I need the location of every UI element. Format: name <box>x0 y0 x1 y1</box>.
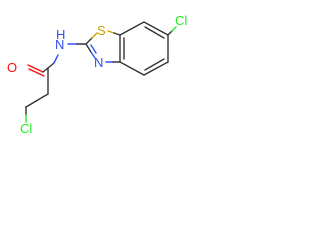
c6-cl-bond-cl <box>171 26 177 32</box>
oxygen-label: O <box>7 60 17 75</box>
chain-chlorine-label: Cl <box>20 121 32 136</box>
c5-c4-inner-bond <box>144 58 165 71</box>
c2-s-bond-c <box>85 37 93 45</box>
carbonyl-bond-1 <box>27 64 44 73</box>
chain-bond-2 <box>25 93 49 108</box>
c7-c6-inner-bond <box>144 26 165 39</box>
c7-c6-bond <box>143 21 169 36</box>
c6-cl-bond-c <box>167 30 173 36</box>
ring-nitrogen-label: N <box>94 55 103 70</box>
chemical-structure-diagram: O N H S N Cl Cl <box>7 13 187 136</box>
carbonyl-bond-carbon-1 <box>42 67 49 73</box>
amide-bond-c <box>47 62 55 69</box>
c2-n3-bond-c <box>85 43 92 53</box>
sulfur-label: S <box>97 23 106 38</box>
ring-chlorine-label: Cl <box>175 13 187 28</box>
c4-c3a-bond <box>119 61 145 76</box>
c2-s-bond-s <box>91 32 98 39</box>
c7a-c7-bond <box>119 21 145 36</box>
bonds <box>25 21 177 123</box>
carbonyl-bond-2 <box>28 68 45 77</box>
amide-bond-n <box>53 54 59 64</box>
c2-n3-bond-inner <box>90 44 97 54</box>
s-c7a-bond-s <box>107 30 115 34</box>
atom-labels: O N H S N Cl Cl <box>7 13 187 136</box>
amide-nitrogen-label: N <box>55 37 64 52</box>
c2-n3-bond-n <box>90 51 96 59</box>
hydrogen-label: H <box>56 27 65 42</box>
s-c7a-bond-c <box>113 32 121 36</box>
c5-c4-bond <box>143 61 169 76</box>
